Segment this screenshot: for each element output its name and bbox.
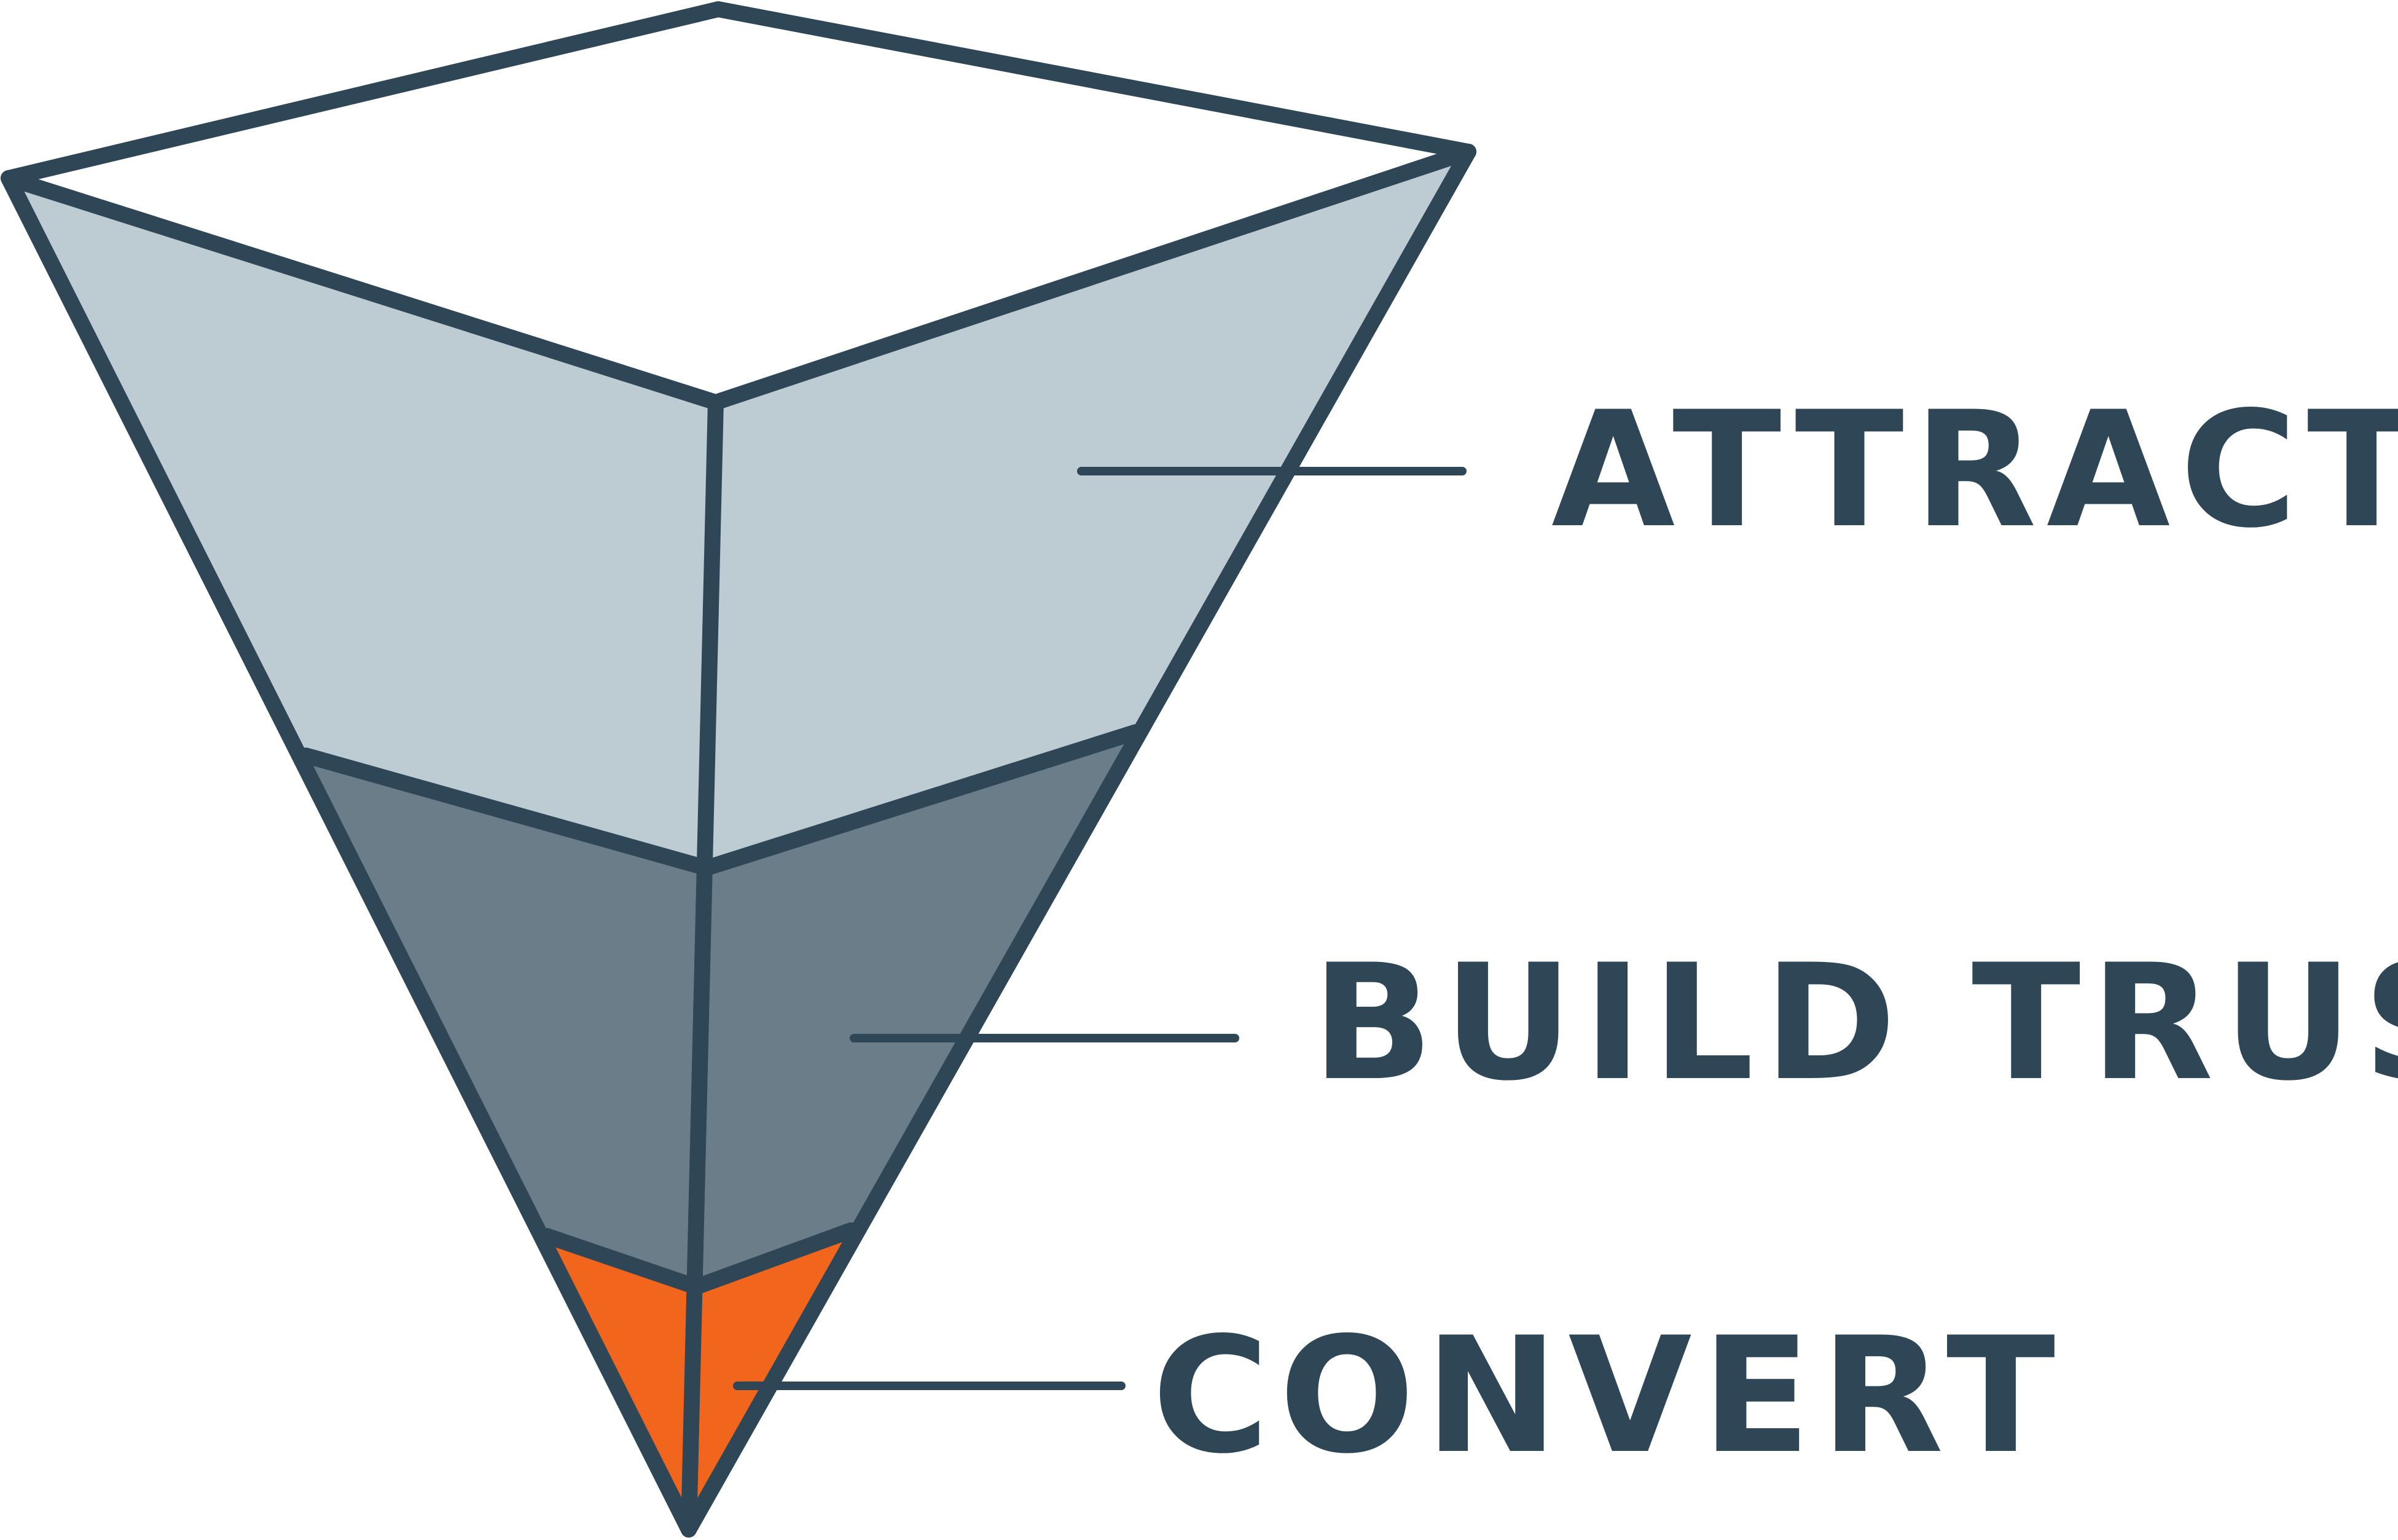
funnel-top-face <box>9 9 1468 402</box>
build-trust-left-face <box>306 756 707 1287</box>
stage-build-trust-band <box>306 732 1135 1287</box>
leader-lines <box>733 467 1467 1390</box>
outline-divider-attract <box>298 724 1143 876</box>
outline-right-edge <box>681 144 1476 1538</box>
outline-top-front <box>1 144 1476 410</box>
outline-top-back <box>1 1 1476 186</box>
attract-right-face <box>707 152 1468 868</box>
stage-label-build-trust: BUILD TRUST <box>1312 931 2398 1116</box>
build-trust-right-face <box>696 732 1135 1287</box>
outline-left-edge <box>1 170 697 1538</box>
stage-label-attract: ATTRACT <box>1551 378 2398 563</box>
stage-label-convert: CONVERT <box>1152 1304 2065 1489</box>
funnel-outline <box>1 1 1476 1538</box>
outline-center-ridge <box>681 394 724 1538</box>
outline-divider-build-trust <box>539 1222 859 1295</box>
